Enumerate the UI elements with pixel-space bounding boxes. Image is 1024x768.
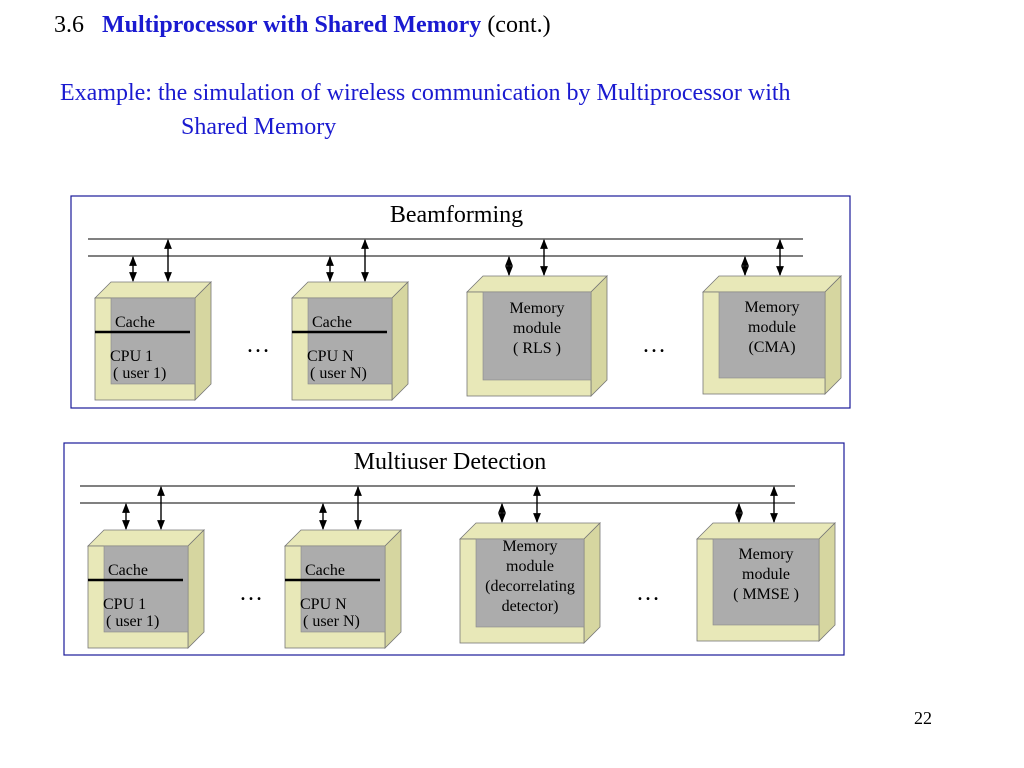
cpu-label: CPU 1 [103, 596, 146, 613]
user-label: ( user 1) [106, 613, 159, 630]
example-line-2: Shared Memory [181, 114, 337, 140]
box-right-face [194, 281, 212, 401]
box-front-face [482, 291, 592, 381]
cache-label: Cache [312, 314, 352, 331]
memory-module-2: Memory module (CMA) [702, 275, 842, 395]
user-label: ( user 1) [113, 365, 166, 382]
memory-label-line: ( MMSE ) [733, 586, 799, 603]
box-front-face [300, 545, 386, 633]
cpu-label: CPU N [307, 348, 354, 365]
memory-label-line: ( RLS ) [513, 340, 561, 357]
page-number: 22 [914, 708, 932, 728]
box-top-face [94, 281, 212, 299]
panel-title: Multiuser Detection [354, 449, 547, 475]
cache-label: Cache [305, 562, 345, 579]
memory-label-line: module [506, 558, 554, 575]
box-front-face [307, 297, 393, 385]
memory-label-line: detector) [502, 598, 559, 615]
ellipsis-more: … [642, 332, 666, 358]
box-front-face [718, 291, 826, 379]
title-suffix: (cont.) [487, 12, 551, 38]
user-label: ( user N) [310, 365, 367, 382]
box-top-face [696, 522, 836, 540]
box-front-face [110, 297, 196, 385]
box-top-face [459, 522, 601, 540]
section-number: 3.6 [54, 12, 84, 38]
box-front-face [103, 545, 189, 633]
ellipsis-more: … [239, 580, 263, 606]
memory-module-2: Memory module ( MMSE ) [696, 522, 836, 642]
box-top-face [291, 281, 409, 299]
box-right-face [818, 522, 836, 642]
ellipsis-more: … [246, 332, 270, 358]
box-top-face [87, 529, 205, 547]
cache-label: Cache [108, 562, 148, 579]
panel-title: Beamforming [390, 202, 523, 228]
memory-label-line: (decorrelating [485, 578, 575, 595]
box-front-face [712, 538, 820, 626]
memory-module-1: Memory module ( RLS ) [466, 275, 608, 397]
memory-label-line: Memory [509, 300, 564, 317]
cache-label: Cache [115, 314, 155, 331]
cpu-label: CPU N [300, 596, 347, 613]
box-right-face [590, 275, 608, 397]
memory-module-1: Memory module (decorrelating detector) [459, 522, 601, 644]
memory-label-line: module [742, 566, 790, 583]
memory-label-line: (CMA) [748, 339, 795, 356]
box-right-face [384, 529, 402, 649]
cpu-label: CPU 1 [110, 348, 153, 365]
box-right-face [824, 275, 842, 395]
memory-label-line: Memory [744, 299, 799, 316]
memory-label-line: module [513, 320, 561, 337]
box-top-face [702, 275, 842, 293]
box-front-face [475, 538, 585, 628]
box-top-face [284, 529, 402, 547]
memory-label-line: Memory [738, 546, 793, 563]
box-right-face [187, 529, 205, 649]
box-right-face [583, 522, 601, 644]
memory-label-line: Memory [502, 538, 557, 555]
box-right-face [391, 281, 409, 401]
box-top-face [466, 275, 608, 293]
slide-title: 3.6 Multiprocessor with Shared Memory(con… [54, 12, 551, 39]
title-main: Multiprocessor with Shared Memory [102, 12, 482, 38]
user-label: ( user N) [303, 613, 360, 630]
example-line-1: Example: the simulation of wireless comm… [60, 80, 791, 106]
memory-label-line: module [748, 319, 796, 336]
ellipsis-more: … [636, 580, 660, 606]
